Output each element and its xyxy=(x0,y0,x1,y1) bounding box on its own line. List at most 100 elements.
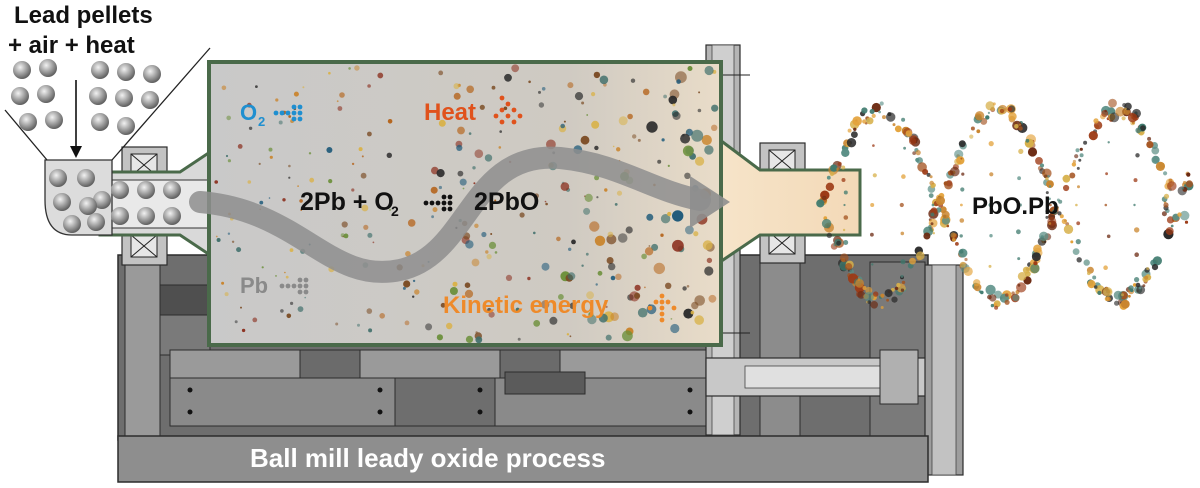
grit-particle xyxy=(459,178,467,186)
helix-rung-particle xyxy=(1048,222,1052,225)
grit-particle xyxy=(297,306,304,312)
helix-rung-particle xyxy=(1077,185,1080,189)
helix-particle xyxy=(867,300,871,304)
grit-particle xyxy=(538,102,545,108)
arrow-dot xyxy=(659,293,665,299)
grit-particle xyxy=(608,262,616,271)
grit-particle xyxy=(541,262,550,271)
helix-particle xyxy=(836,167,840,171)
helix-particle xyxy=(1124,107,1127,111)
grit-particle xyxy=(668,95,678,105)
helix-rung-particle xyxy=(1134,252,1139,257)
arrow-dot xyxy=(659,311,665,317)
helix-particle xyxy=(1072,248,1080,256)
pellet xyxy=(137,181,155,199)
grit-particle xyxy=(490,233,493,235)
grit-particle xyxy=(337,106,343,111)
helix-particle xyxy=(862,286,867,290)
flow-arrowhead xyxy=(690,176,730,228)
grit-particle xyxy=(216,238,221,242)
pellet xyxy=(117,63,135,81)
helix-particle xyxy=(826,175,831,180)
grit-particle xyxy=(221,85,227,91)
grit-particle xyxy=(503,106,508,111)
grit-particle xyxy=(246,102,252,108)
helix-rung-particle xyxy=(1135,153,1140,158)
grit-particle xyxy=(488,311,495,318)
grit-particle xyxy=(286,313,292,319)
product-helix xyxy=(816,98,1194,310)
product-label: PbO.Pb xyxy=(972,193,1059,220)
helix-particle xyxy=(1108,98,1117,108)
helix-particle xyxy=(821,218,832,229)
helix-particle xyxy=(862,119,867,124)
helix-particle xyxy=(841,148,850,157)
grit-particle xyxy=(487,307,492,313)
grit-particle xyxy=(468,132,472,135)
helix-rung-particle xyxy=(871,263,874,266)
helix-particle xyxy=(1003,108,1007,111)
grit-particle xyxy=(499,130,503,133)
grit-particle xyxy=(452,281,458,287)
grit-particle xyxy=(358,147,363,152)
helix-particle xyxy=(836,240,841,246)
arrow-dot xyxy=(505,101,511,107)
grit-particle xyxy=(694,315,704,325)
helix-particle xyxy=(943,181,948,186)
o2-text: O xyxy=(240,100,257,125)
helix-rung-particle xyxy=(1135,127,1141,134)
helix-particle xyxy=(1042,168,1052,179)
grit-particle xyxy=(569,302,577,310)
grit-particle xyxy=(268,197,271,199)
grit-particle xyxy=(701,134,712,146)
pellet xyxy=(137,207,155,225)
grit-particle xyxy=(387,119,393,124)
grit-particle xyxy=(556,236,561,242)
grit-particle xyxy=(505,274,513,281)
grit-particle xyxy=(412,295,415,298)
grit-particle xyxy=(288,164,291,168)
helix-particle xyxy=(1128,294,1131,298)
helix-rung-particle xyxy=(870,232,874,237)
helix-particle xyxy=(857,278,861,282)
grit-particle xyxy=(685,225,694,235)
helix-particle xyxy=(845,263,853,271)
grit-particle xyxy=(676,79,681,84)
helix-particle xyxy=(1031,252,1041,262)
grit-particle xyxy=(683,308,694,319)
helix-particle xyxy=(869,109,875,114)
grit-particle xyxy=(625,226,633,234)
helix-particle xyxy=(853,127,857,131)
grit-particle xyxy=(630,78,636,83)
grit-particle xyxy=(328,71,331,75)
grit-particle xyxy=(227,232,231,235)
grit-particle xyxy=(637,307,648,318)
grit-particle xyxy=(637,138,641,142)
helix-particle xyxy=(1092,275,1097,280)
helix-rung-particle xyxy=(1045,191,1049,195)
grit-particle xyxy=(351,188,355,192)
helix-particle xyxy=(1167,181,1177,191)
helix-particle xyxy=(1061,218,1067,224)
grit-particle xyxy=(515,307,520,312)
helix-particle xyxy=(1132,283,1137,287)
helix-rung-particle xyxy=(1076,221,1081,226)
helix-rung-particle xyxy=(1018,123,1021,126)
grit-particle xyxy=(464,289,474,298)
helix-particle xyxy=(1035,157,1043,165)
o2-subscript: 2 xyxy=(258,114,265,129)
helix-particle xyxy=(909,137,917,145)
grit-particle xyxy=(237,144,243,149)
helix-particle xyxy=(926,172,931,177)
helix-rung-particle xyxy=(959,218,965,223)
grit-particle xyxy=(214,180,218,184)
pellet xyxy=(89,87,107,105)
grit-particle xyxy=(464,282,471,289)
grit-particle xyxy=(494,251,498,254)
base-plate xyxy=(117,435,929,483)
grit-particle xyxy=(293,91,299,97)
helix-particle xyxy=(1078,158,1082,162)
grit-particle xyxy=(574,92,584,101)
grit-particle xyxy=(438,70,444,76)
grit-particle xyxy=(258,162,261,165)
